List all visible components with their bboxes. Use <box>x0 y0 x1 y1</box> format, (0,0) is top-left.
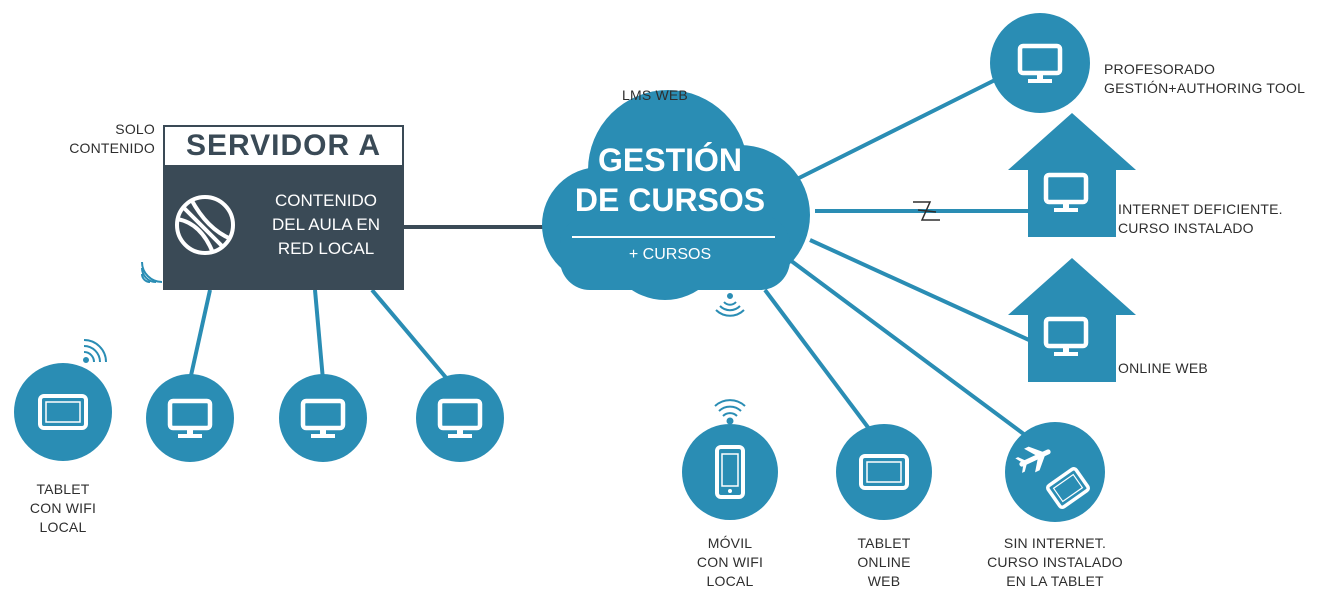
cloud-top-label: LMS WEB <box>622 87 688 103</box>
server-body-text: CONTENIDO DEL AULA EN RED LOCAL <box>271 191 381 258</box>
internet-deficiente-label: INTERNET DEFICIENTE. CURSO INSTALADO <box>1118 201 1283 236</box>
profesorado-node <box>990 13 1090 113</box>
server-body: CONTENIDO DEL AULA EN RED LOCAL <box>163 167 404 290</box>
wifi-icon <box>714 399 746 425</box>
line-cloud-tablet-online <box>763 288 872 432</box>
tablet-icon <box>1046 467 1090 509</box>
cloud-title: GESTIÓN DE CURSOS <box>574 142 766 218</box>
movil-node <box>682 424 778 520</box>
cloud-shape <box>542 90 810 300</box>
local-tablet-label: TABLET CON WIFI LOCAL <box>29 481 97 535</box>
tablet-online-label: TABLET ONLINE WEB <box>857 535 911 589</box>
line-cloud-profesorado <box>794 73 1006 182</box>
local-tablet-node <box>14 363 112 461</box>
local-monitor-node-3 <box>416 374 504 462</box>
tablet-online-node <box>836 424 932 520</box>
local-monitor-node-1 <box>146 374 234 462</box>
airplane-icon <box>1015 446 1051 473</box>
line-server-monitor-1 <box>188 289 212 381</box>
server-a: SERVIDOR A CONTENIDO DEL AULA EN RED LOC… <box>163 125 404 290</box>
wifi-icon <box>141 261 163 283</box>
line-cloud-sin-internet <box>788 258 1027 437</box>
local-monitor-node-2 <box>279 374 367 462</box>
profesorado-label: PROFESORADO GESTIÓN+AUTHORING TOOL <box>1104 61 1306 96</box>
sin-internet-node <box>1005 422 1105 522</box>
wifi-icon <box>83 339 107 363</box>
globe-icon <box>175 195 235 255</box>
line-server-monitor-2 <box>313 289 325 381</box>
sin-internet-label: SIN INTERNET. CURSO INSTALADO EN LA TABL… <box>987 535 1123 589</box>
movil-label: MÓVIL CON WIFI LOCAL <box>696 535 764 589</box>
internet-deficiente-node <box>1008 113 1136 237</box>
server-title: SERVIDOR A <box>163 125 404 167</box>
cloud-subtitle: + CURSOS <box>628 246 712 263</box>
broken-link-icon <box>913 201 940 221</box>
line-cloud-online-web <box>809 238 1041 347</box>
online-web-node <box>1008 258 1136 382</box>
line-server-monitor-3 <box>370 288 450 382</box>
server-side-label: SOLO CONTENIDO <box>69 121 155 156</box>
wifi-icon <box>715 293 745 317</box>
online-web-label: ONLINE WEB <box>1118 360 1208 376</box>
